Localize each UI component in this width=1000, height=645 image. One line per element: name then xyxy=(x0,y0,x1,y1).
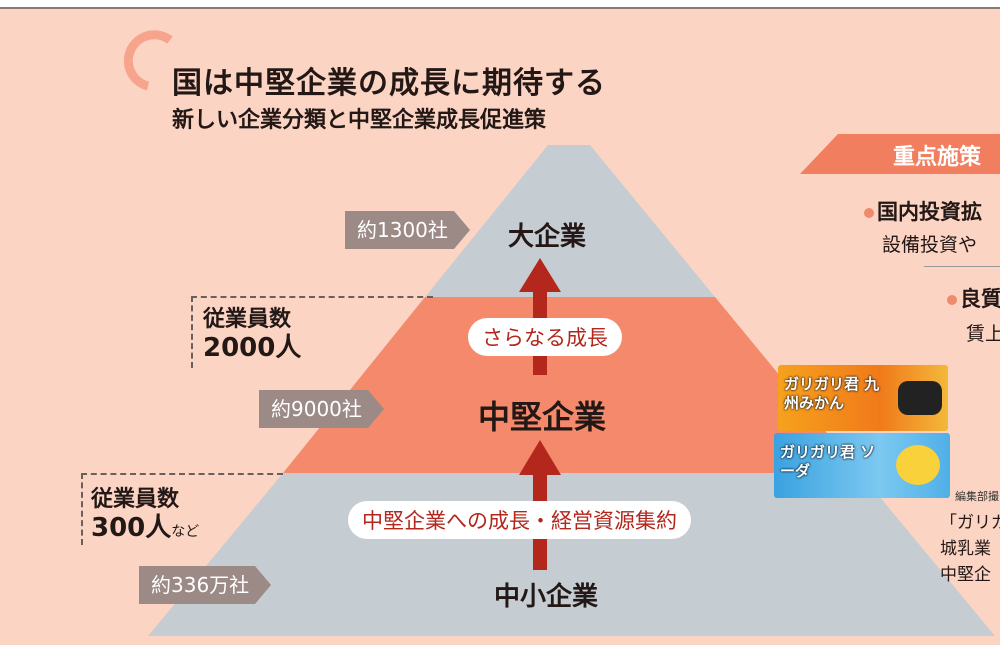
sidebar-divider xyxy=(924,266,1000,267)
pyramid-middle-tier xyxy=(283,297,860,473)
mascot-image xyxy=(898,381,942,415)
threshold-2000-line1: 従業員数 xyxy=(203,307,292,332)
threshold-300-line1: 従業員数 xyxy=(91,487,180,512)
sidebar-item-2-detail: 賃上 xyxy=(966,323,1000,345)
page-subtitle: 新しい企業分類と中堅企業成長促進策 xyxy=(172,108,547,133)
photo-credit: 編集部撮 xyxy=(955,490,999,503)
sidebar-heading-banner xyxy=(800,134,1000,174)
photo-caption-line3: 中堅企 xyxy=(940,565,991,585)
sidebar-item-1: 国内投資拡 xyxy=(864,196,982,226)
bullet-icon xyxy=(864,208,874,218)
page-title: 国は中堅企業の成長に期待する xyxy=(172,66,606,101)
tier-large-label: 大企業 xyxy=(508,222,587,252)
mascot-image xyxy=(896,445,940,485)
growth-label-lower: 中堅企業への成長・経営資源集約 xyxy=(348,501,691,539)
threshold-2000-line2: 2000人 xyxy=(203,333,302,363)
photo-caption-line2: 城乳業 xyxy=(940,539,991,559)
threshold-2000-label: 従業員数 2000人 xyxy=(203,306,301,362)
bullet-icon xyxy=(947,295,957,305)
count-tag-small: 約336万社 xyxy=(139,566,272,604)
threshold-2000-marker xyxy=(191,296,433,368)
sidebar-item-2: 良質 xyxy=(947,283,1000,313)
sidebar-item-1-title: 国内投資拡 xyxy=(877,200,982,224)
tier-small-label: 中小企業 xyxy=(494,582,599,612)
tier-midsize-label: 中堅企業 xyxy=(478,398,607,436)
arrow-lower-head xyxy=(519,440,561,475)
photo-caption: 「ガリガ 城乳業 中堅企 xyxy=(940,510,1000,588)
product-image-soda: ガリガリ君 ソーダ xyxy=(774,433,950,498)
photo-caption-line1: 「ガリガ xyxy=(940,513,1000,533)
threshold-300-marker xyxy=(81,473,283,545)
sidebar-item-1-detail: 設備投資や xyxy=(882,234,978,256)
sidebar-item-2-title: 良質 xyxy=(960,287,1000,311)
count-tag-large: 約1300社 xyxy=(345,211,470,249)
pyramid-top-tier xyxy=(425,145,715,297)
decorative-arc-icon xyxy=(123,30,173,91)
arrow-upper-head xyxy=(519,258,561,292)
threshold-300-suffix: など xyxy=(171,524,200,540)
threshold-300-line2: 300人 xyxy=(91,513,172,543)
threshold-300-label: 従業員数 300人など xyxy=(91,486,199,546)
count-tag-midsize: 約9000社 xyxy=(259,390,384,428)
product-soda-name: ガリガリ君 ソーダ xyxy=(780,443,876,480)
product-mikan-name: ガリガリ君 九州みかん xyxy=(784,375,880,412)
product-image-mikan: ガリガリ君 九州みかん xyxy=(778,365,948,431)
growth-label-upper: さらなる成長 xyxy=(468,318,622,356)
sidebar-heading: 重点施策 xyxy=(893,145,982,170)
